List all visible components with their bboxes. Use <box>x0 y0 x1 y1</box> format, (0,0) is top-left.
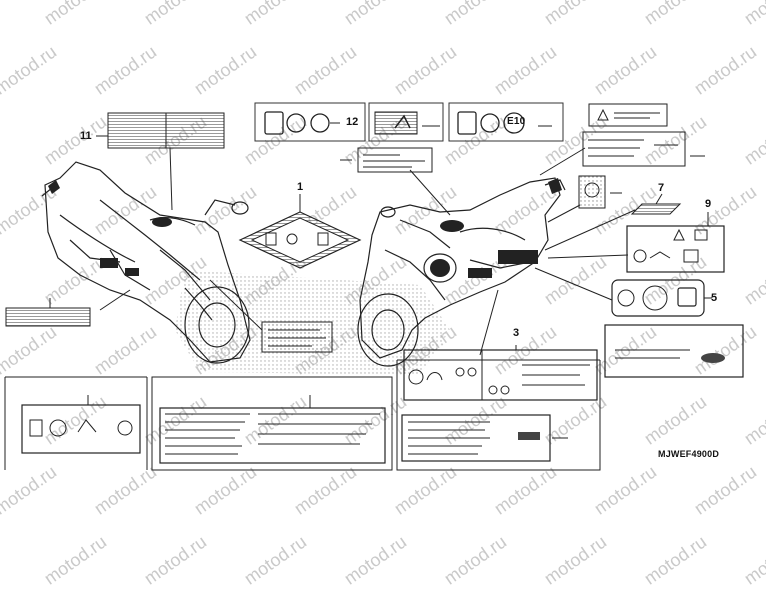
motorcycle-right-details <box>430 178 562 278</box>
callout-5: 5 <box>711 292 718 304</box>
leader-lines-left <box>99 147 263 331</box>
label-left-side <box>5 298 91 327</box>
label-center-lower <box>261 321 333 353</box>
callout-11: 11 <box>80 130 92 142</box>
label-5 <box>611 279 712 317</box>
label-warning-topright <box>582 103 705 167</box>
label-lower-right <box>401 414 568 462</box>
label-9 <box>626 212 725 273</box>
e10-text: E10 <box>507 116 526 127</box>
callout-1: 1 <box>297 181 304 193</box>
label-small-center <box>340 147 433 173</box>
label-11 <box>96 112 225 149</box>
label-lower-center <box>159 395 386 464</box>
label-small-right <box>578 175 622 209</box>
callout-3: 3 <box>513 327 520 339</box>
label-right-mid <box>604 324 744 378</box>
label-e10 <box>448 102 564 142</box>
label-warning-small <box>368 102 444 142</box>
label-1-diamond <box>238 194 362 269</box>
label-12 <box>254 102 366 142</box>
diagram-drawing <box>4 102 744 471</box>
drawing-code: MJWEF4900D <box>658 449 720 459</box>
callout-12: 12 <box>346 116 359 128</box>
callout-7: 7 <box>658 182 665 194</box>
label-lower-left <box>21 395 141 454</box>
lower-frame <box>4 359 601 471</box>
motorcycle-right <box>357 177 566 367</box>
callout-9: 9 <box>705 198 712 210</box>
motorcycle-left-details <box>48 180 172 276</box>
leader-lines-right <box>409 147 636 356</box>
label-7 <box>630 193 682 215</box>
label-3 <box>403 345 598 401</box>
motorcycle-left <box>41 161 251 364</box>
